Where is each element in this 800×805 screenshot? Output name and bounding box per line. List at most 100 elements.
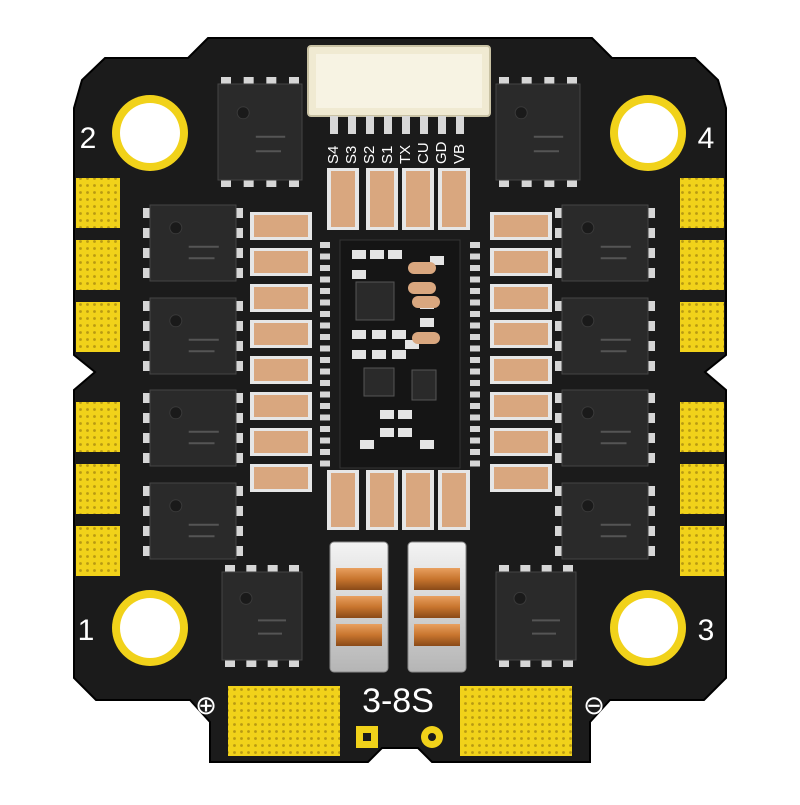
mosfet-left-3 xyxy=(143,389,243,467)
mosfet-right-4 xyxy=(555,482,655,560)
capacitor-right-2 xyxy=(490,248,552,276)
mosfet-left-4 xyxy=(143,482,243,560)
mounting-hole-2 xyxy=(112,95,188,171)
battery-pad-positive xyxy=(228,686,340,756)
motor-pad xyxy=(76,464,120,514)
test-pad-right xyxy=(421,726,443,748)
motor-pad xyxy=(680,526,724,576)
corner-number-1: 1 xyxy=(78,614,95,647)
capacitor-array xyxy=(250,168,552,530)
capacitor-bottom-3 xyxy=(402,470,434,530)
capacitor-left-5 xyxy=(250,356,312,384)
mosfet-right-2 xyxy=(555,297,655,375)
motor-pad xyxy=(680,402,724,452)
pin-label-s4: S4 xyxy=(325,146,342,164)
corner-number-2: 2 xyxy=(80,122,97,155)
capacitor-bottom-1 xyxy=(327,470,359,530)
transistor-chip xyxy=(411,369,437,401)
left-motor-pads xyxy=(76,178,120,576)
capacitor-right-5 xyxy=(490,356,552,384)
capacitor-top-1 xyxy=(327,168,359,230)
mosfet-bottom-left xyxy=(221,565,303,667)
mcu-area xyxy=(320,239,480,469)
smd-passive xyxy=(352,330,366,339)
regulator-chip xyxy=(363,367,395,397)
motor-pad xyxy=(680,302,724,352)
smd-passive xyxy=(352,250,366,259)
corner-number-3: 3 xyxy=(698,614,715,647)
smd-passive xyxy=(380,428,394,437)
capacitor-bottom-4 xyxy=(438,470,470,530)
smd-capacitor xyxy=(412,296,440,308)
mosfet-right-3 xyxy=(555,389,655,467)
smd-passive xyxy=(430,256,444,265)
motor-pad xyxy=(680,464,724,514)
capacitor-bottom-2 xyxy=(366,470,398,530)
pin-label-cu: CU xyxy=(415,142,432,164)
capacitor-right-6 xyxy=(490,392,552,420)
motor-pad xyxy=(680,240,724,290)
smd-capacitor xyxy=(408,262,436,274)
mosfet-array xyxy=(143,77,655,667)
smd-capacitor xyxy=(408,282,436,294)
negative-symbol: ⊖ xyxy=(583,690,605,720)
signal-connector xyxy=(307,45,491,134)
pin-label-gd: GD xyxy=(433,141,450,164)
inductor-right xyxy=(407,541,467,673)
smd-passive xyxy=(388,250,402,259)
mcu-chip xyxy=(355,281,395,321)
mounting-hole-3 xyxy=(610,590,686,666)
connector-pin-labels: S4 S3 S2 S1 TX CU GD VB xyxy=(325,141,468,164)
mounting-hole-4 xyxy=(610,95,686,171)
mosfet-top-left xyxy=(217,77,303,187)
smd-passive xyxy=(392,350,406,359)
smd-capacitor xyxy=(412,332,440,344)
motor-pad xyxy=(76,240,120,290)
smd-passive xyxy=(380,410,394,419)
smd-passive xyxy=(372,350,386,359)
smd-passive xyxy=(352,270,366,279)
test-pad-left xyxy=(356,726,378,748)
capacitor-top-4 xyxy=(438,168,470,230)
capacitor-left-3 xyxy=(250,284,312,312)
capacitor-left-4 xyxy=(250,320,312,348)
capacitor-left-6 xyxy=(250,392,312,420)
mosfet-top-right xyxy=(495,77,581,187)
motor-pad xyxy=(680,178,724,228)
capacitor-right-8 xyxy=(490,464,552,492)
capacitor-left-2 xyxy=(250,248,312,276)
motor-pad xyxy=(76,402,120,452)
pin-label-s1: S1 xyxy=(379,146,396,164)
mosfet-bottom-right xyxy=(495,565,577,667)
smd-passive xyxy=(352,350,366,359)
positive-symbol: ⊕ xyxy=(195,690,217,720)
battery-pad-negative xyxy=(460,686,572,756)
smd-passive xyxy=(372,330,386,339)
right-motor-pads xyxy=(680,178,724,576)
smd-passive xyxy=(405,340,419,349)
capacitor-top-3 xyxy=(402,168,434,230)
pin-label-s3: S3 xyxy=(343,146,360,164)
smd-passive xyxy=(420,318,434,327)
mounting-hole-1 xyxy=(112,590,188,666)
smd-passive xyxy=(392,330,406,339)
motor-pad xyxy=(76,526,120,576)
capacitor-right-7 xyxy=(490,428,552,456)
smd-passive xyxy=(360,440,374,449)
pin-label-s2: S2 xyxy=(361,146,378,164)
capacitor-left-7 xyxy=(250,428,312,456)
voltage-rating-label: 3-8S xyxy=(362,682,434,720)
pin-label-tx: TX xyxy=(397,145,414,164)
smd-passive xyxy=(370,250,384,259)
capacitor-right-3 xyxy=(490,284,552,312)
motor-pad xyxy=(76,302,120,352)
capacitor-left-1 xyxy=(250,212,312,240)
inductor-left xyxy=(329,541,389,673)
mosfet-right-1 xyxy=(555,204,655,282)
capacitor-top-2 xyxy=(366,168,398,230)
mosfet-left-2 xyxy=(143,297,243,375)
mosfet-left-1 xyxy=(143,204,243,282)
capacitor-right-1 xyxy=(490,212,552,240)
